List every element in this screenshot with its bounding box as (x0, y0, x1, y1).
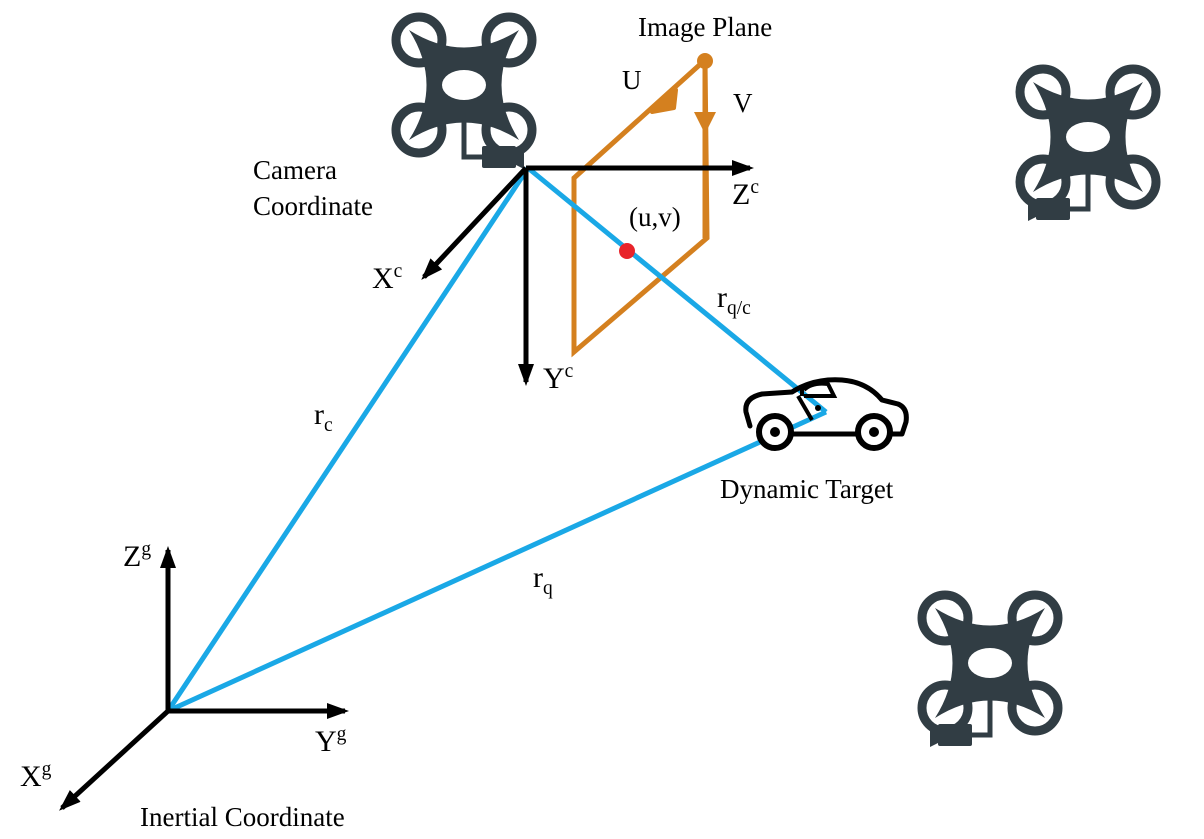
vector-r-c-label: rc (314, 398, 333, 436)
inertial-x-axis-label: Xg (20, 759, 52, 793)
v-axis-arrowhead (694, 112, 716, 134)
v-axis-label: V (733, 88, 753, 118)
camera-z-axis-label: Zc (732, 177, 759, 211)
camera-x-axis (421, 166, 528, 280)
inertial-coordinate-label: Inertial Coordinate (140, 802, 345, 832)
u-axis-arrowhead (650, 88, 678, 114)
image-plane (571, 53, 716, 358)
inertial-y-axis-label: Yg (315, 724, 347, 758)
drone-bottom-right-icon (922, 595, 1058, 747)
pixel-point (619, 243, 635, 259)
vector-r-qc-label: rq/c (717, 281, 751, 319)
camera-y-axis-label: Yc (543, 361, 574, 395)
inertial-z-axis-label: Zg (123, 539, 152, 573)
drone-camera-icon (396, 17, 532, 169)
car-icon (743, 377, 909, 451)
inertial-axes (59, 546, 349, 811)
position-vectors (165, 166, 828, 714)
inertial-x-axis (59, 709, 170, 811)
camera-x-axis-label: Xc (372, 261, 403, 295)
camera-coordinate-label-line1: Camera (253, 155, 337, 185)
camera-coordinate-label-line2: Coordinate (253, 191, 373, 221)
vector-r-qc (526, 166, 828, 414)
image-plane-origin (697, 53, 713, 69)
u-axis-label: U (622, 65, 642, 95)
vector-r-q (166, 409, 828, 714)
dynamic-target-label: Dynamic Target (720, 474, 894, 504)
image-plane-label: Image Plane (638, 12, 773, 42)
drone-top-right-icon (1020, 69, 1156, 221)
vector-r-c (165, 166, 531, 713)
pixel-point-label: (u,v) (629, 202, 681, 232)
camera-axes (421, 160, 754, 386)
vector-r-q-label: rq (533, 561, 553, 599)
